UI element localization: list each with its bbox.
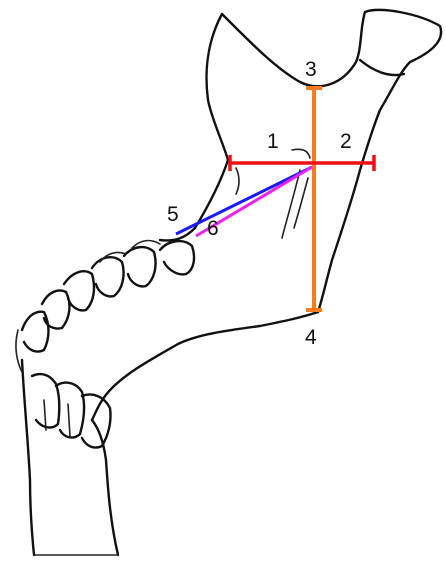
label-6: 6: [207, 217, 219, 240]
label-1: 1: [267, 130, 279, 153]
vertical-measurement: [306, 88, 322, 310]
label-2: 2: [340, 130, 352, 153]
label-3: 3: [305, 58, 317, 81]
label-5: 5: [167, 203, 179, 226]
label-4: 4: [305, 326, 317, 349]
mandible-outline: [16, 10, 441, 555]
horizontal-measurement: [230, 155, 374, 171]
